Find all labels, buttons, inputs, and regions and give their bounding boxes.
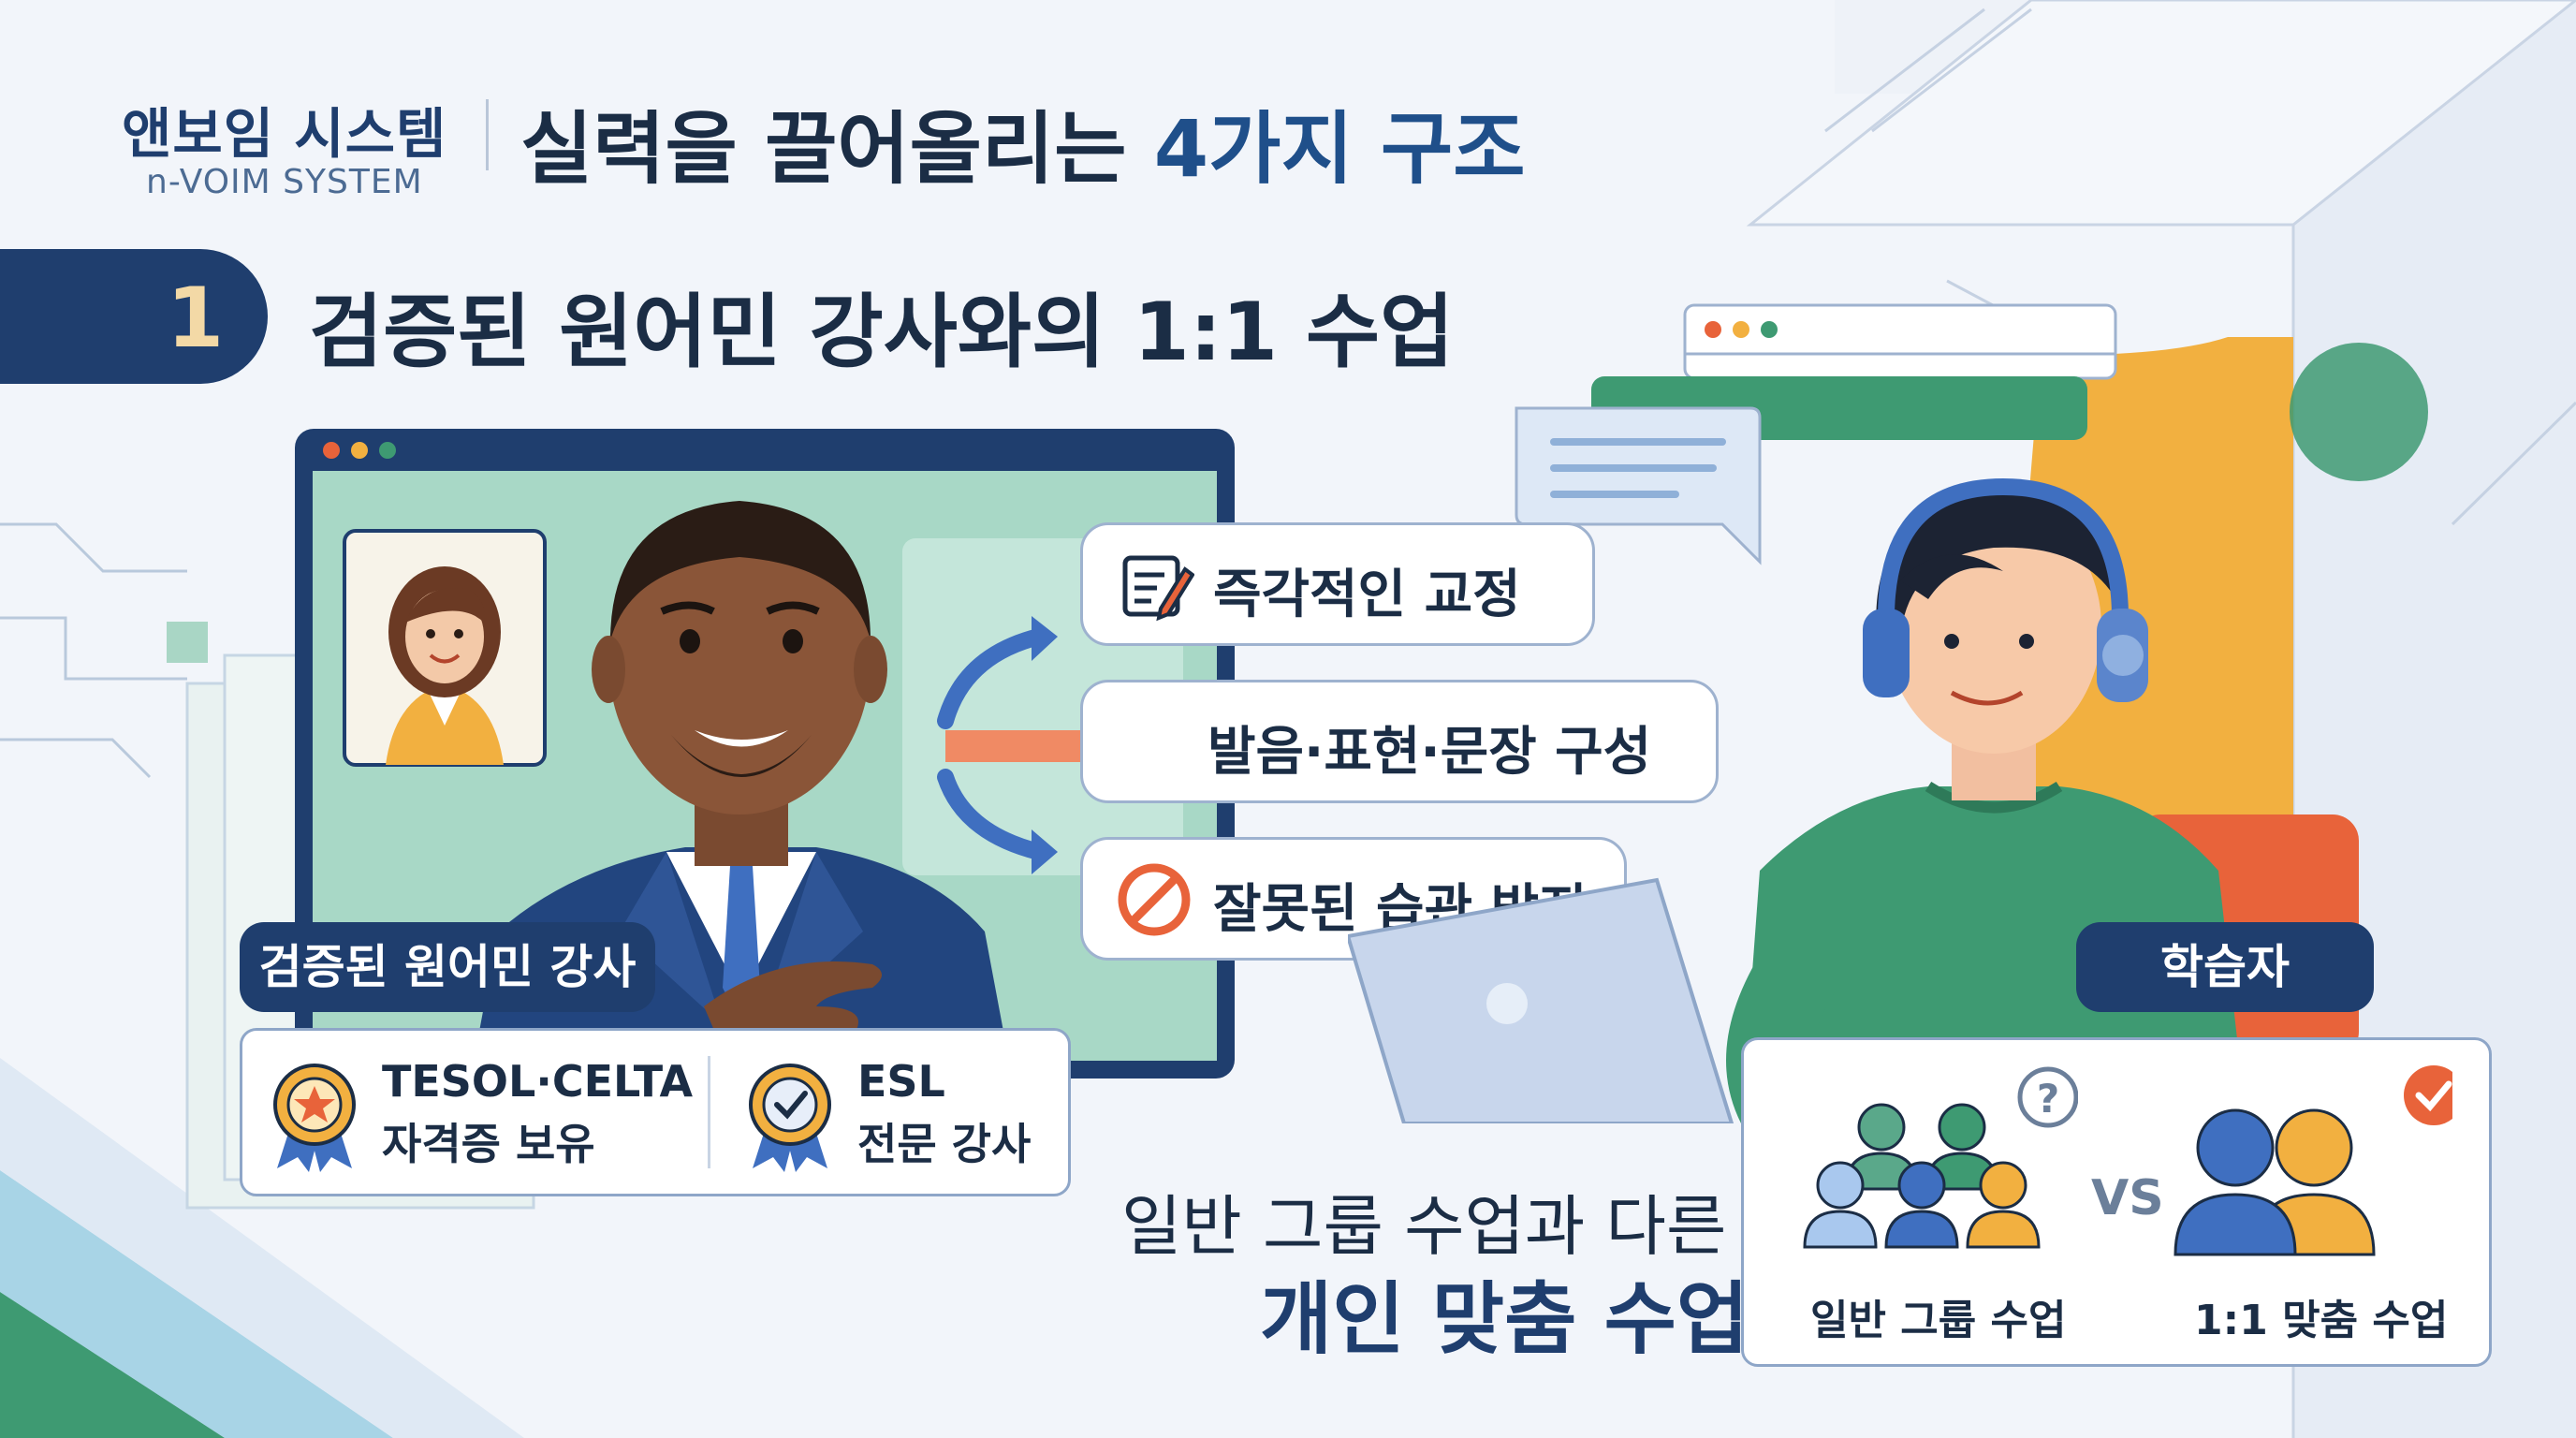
step-number-pill	[0, 249, 268, 384]
credential-2-line2: 전문 강사	[857, 1119, 1032, 1169]
header-divider	[486, 99, 489, 170]
step-title: 검증된 원어민 강사와의 1:1 수업	[309, 286, 1455, 379]
credentials-card	[240, 1028, 1071, 1196]
one-on-one-label: 1:1 맞춤 수업	[2194, 1297, 2449, 1344]
credential-1-line2: 자격증 보유	[382, 1119, 595, 1169]
check-medal-icon	[749, 1064, 831, 1172]
learner-illustration	[1348, 477, 2247, 1123]
edit-note-icon	[1122, 555, 1194, 622]
learner-tag: 학습자	[2076, 922, 2374, 1012]
page-headline: 실력을 끌어올리는 4가지 구조	[520, 86, 1526, 199]
feature-label-pronunciation: 발음·표현·문장 구성	[1208, 722, 1652, 783]
question-badge: ?	[2037, 1076, 2059, 1122]
credential-1-line1: TESOL·CELTA	[382, 1056, 694, 1107]
vs-label: VS	[2091, 1170, 2164, 1226]
prohibited-icon	[1118, 863, 1191, 936]
tagline-line1: 일반 그룹 수업과 다른	[1121, 1188, 1727, 1265]
tagline-line2: 개인 맞춤 수업	[1260, 1273, 1749, 1365]
star-medal-icon	[273, 1064, 356, 1172]
brand-name-en: n-VOIM SYSTEM	[146, 163, 423, 201]
teacher-tag: 검증된 원어민 강사	[240, 922, 655, 1012]
step-number: 1	[167, 270, 225, 366]
feature-label-correction: 즉각적인 교정	[1213, 565, 1521, 625]
group-class-icon: ?	[1803, 1066, 2078, 1249]
headline-prefix: 실력을 끌어올리는	[520, 103, 1154, 195]
brand-name-ko: 앤보임 시스템	[122, 102, 447, 166]
comparison-card	[1741, 1037, 2492, 1367]
one-on-one-icon	[2174, 1065, 2452, 1256]
headline-highlight: 4가지 구조	[1153, 103, 1526, 195]
credential-2-line1: ESL	[857, 1056, 945, 1107]
group-class-label: 일반 그룹 수업	[1810, 1297, 2067, 1344]
feature-bubble-pronunciation	[1080, 680, 1719, 803]
credentials-divider	[708, 1056, 710, 1168]
